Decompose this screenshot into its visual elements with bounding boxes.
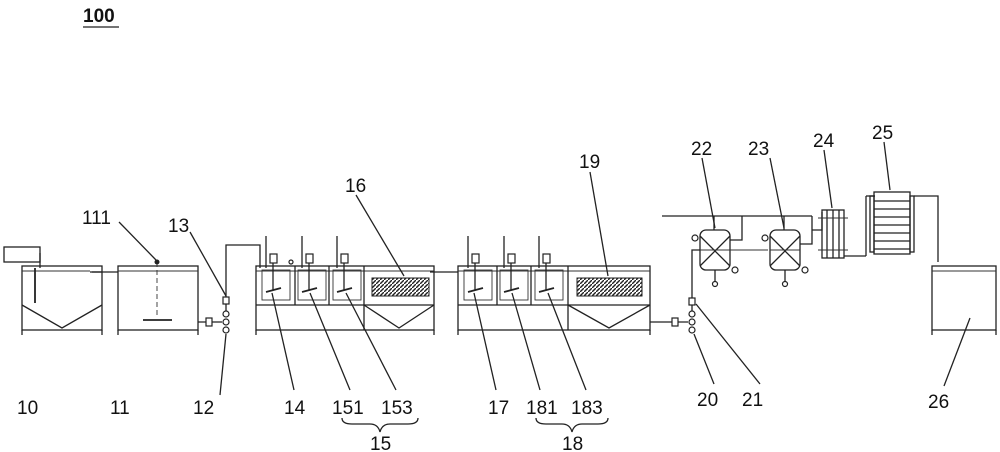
leader-23 <box>769 157 785 229</box>
label-25: 25 <box>872 123 893 144</box>
label-181: 181 <box>526 398 558 419</box>
leader-12 <box>219 333 227 396</box>
leader-111 <box>118 221 157 261</box>
leader-183 <box>547 292 587 391</box>
label-21: 21 <box>742 390 763 411</box>
filter-22 <box>662 215 812 288</box>
leader-24 <box>823 149 833 209</box>
label-22: 22 <box>691 139 712 160</box>
leader-16 <box>355 194 405 277</box>
label-111: 111 <box>82 208 111 229</box>
leader-181 <box>511 292 541 391</box>
leader-20 <box>693 333 715 385</box>
tank-26 <box>931 265 997 335</box>
label-26: 26 <box>928 392 949 413</box>
brace-18 <box>535 417 609 433</box>
leader-19 <box>589 171 609 277</box>
label-19: 19 <box>579 152 600 173</box>
reaction-unit-14-16 <box>255 236 435 335</box>
label-10: 10 <box>17 398 38 419</box>
label-14: 14 <box>284 398 306 419</box>
label-12: 12 <box>193 398 214 419</box>
leader-26 <box>943 317 971 387</box>
leader-151 <box>309 292 351 391</box>
tank-10 <box>3 246 103 335</box>
label-151: 151 <box>332 398 364 419</box>
cartridge-filter-24 <box>812 209 866 259</box>
leader-22 <box>701 157 716 229</box>
pump-group-20-21 <box>650 249 700 334</box>
leader-14 <box>271 292 295 391</box>
label-15: 15 <box>370 434 391 452</box>
leader-25 <box>883 141 891 191</box>
label-183: 183 <box>571 398 603 419</box>
reaction-unit-17-19 <box>457 236 651 335</box>
label-13: 13 <box>168 216 189 237</box>
label-23: 23 <box>748 139 769 160</box>
pump-group-12-13 <box>198 244 261 334</box>
filter-23 <box>712 216 813 288</box>
label-11: 11 <box>110 398 130 419</box>
leader-153 <box>345 292 397 391</box>
label-24: 24 <box>813 131 835 152</box>
label-18: 18 <box>562 434 583 452</box>
membrane-rack-25 <box>865 191 939 262</box>
leader-17 <box>473 292 497 391</box>
leader-21 <box>695 303 761 385</box>
label-20: 20 <box>697 390 718 411</box>
brace-15 <box>341 417 419 433</box>
label-17: 17 <box>488 398 509 419</box>
label-16: 16 <box>345 176 366 197</box>
leader-13 <box>189 231 227 297</box>
figure-title: 100 <box>83 6 115 27</box>
label-153: 153 <box>381 398 413 419</box>
tank-11 <box>117 259 199 335</box>
